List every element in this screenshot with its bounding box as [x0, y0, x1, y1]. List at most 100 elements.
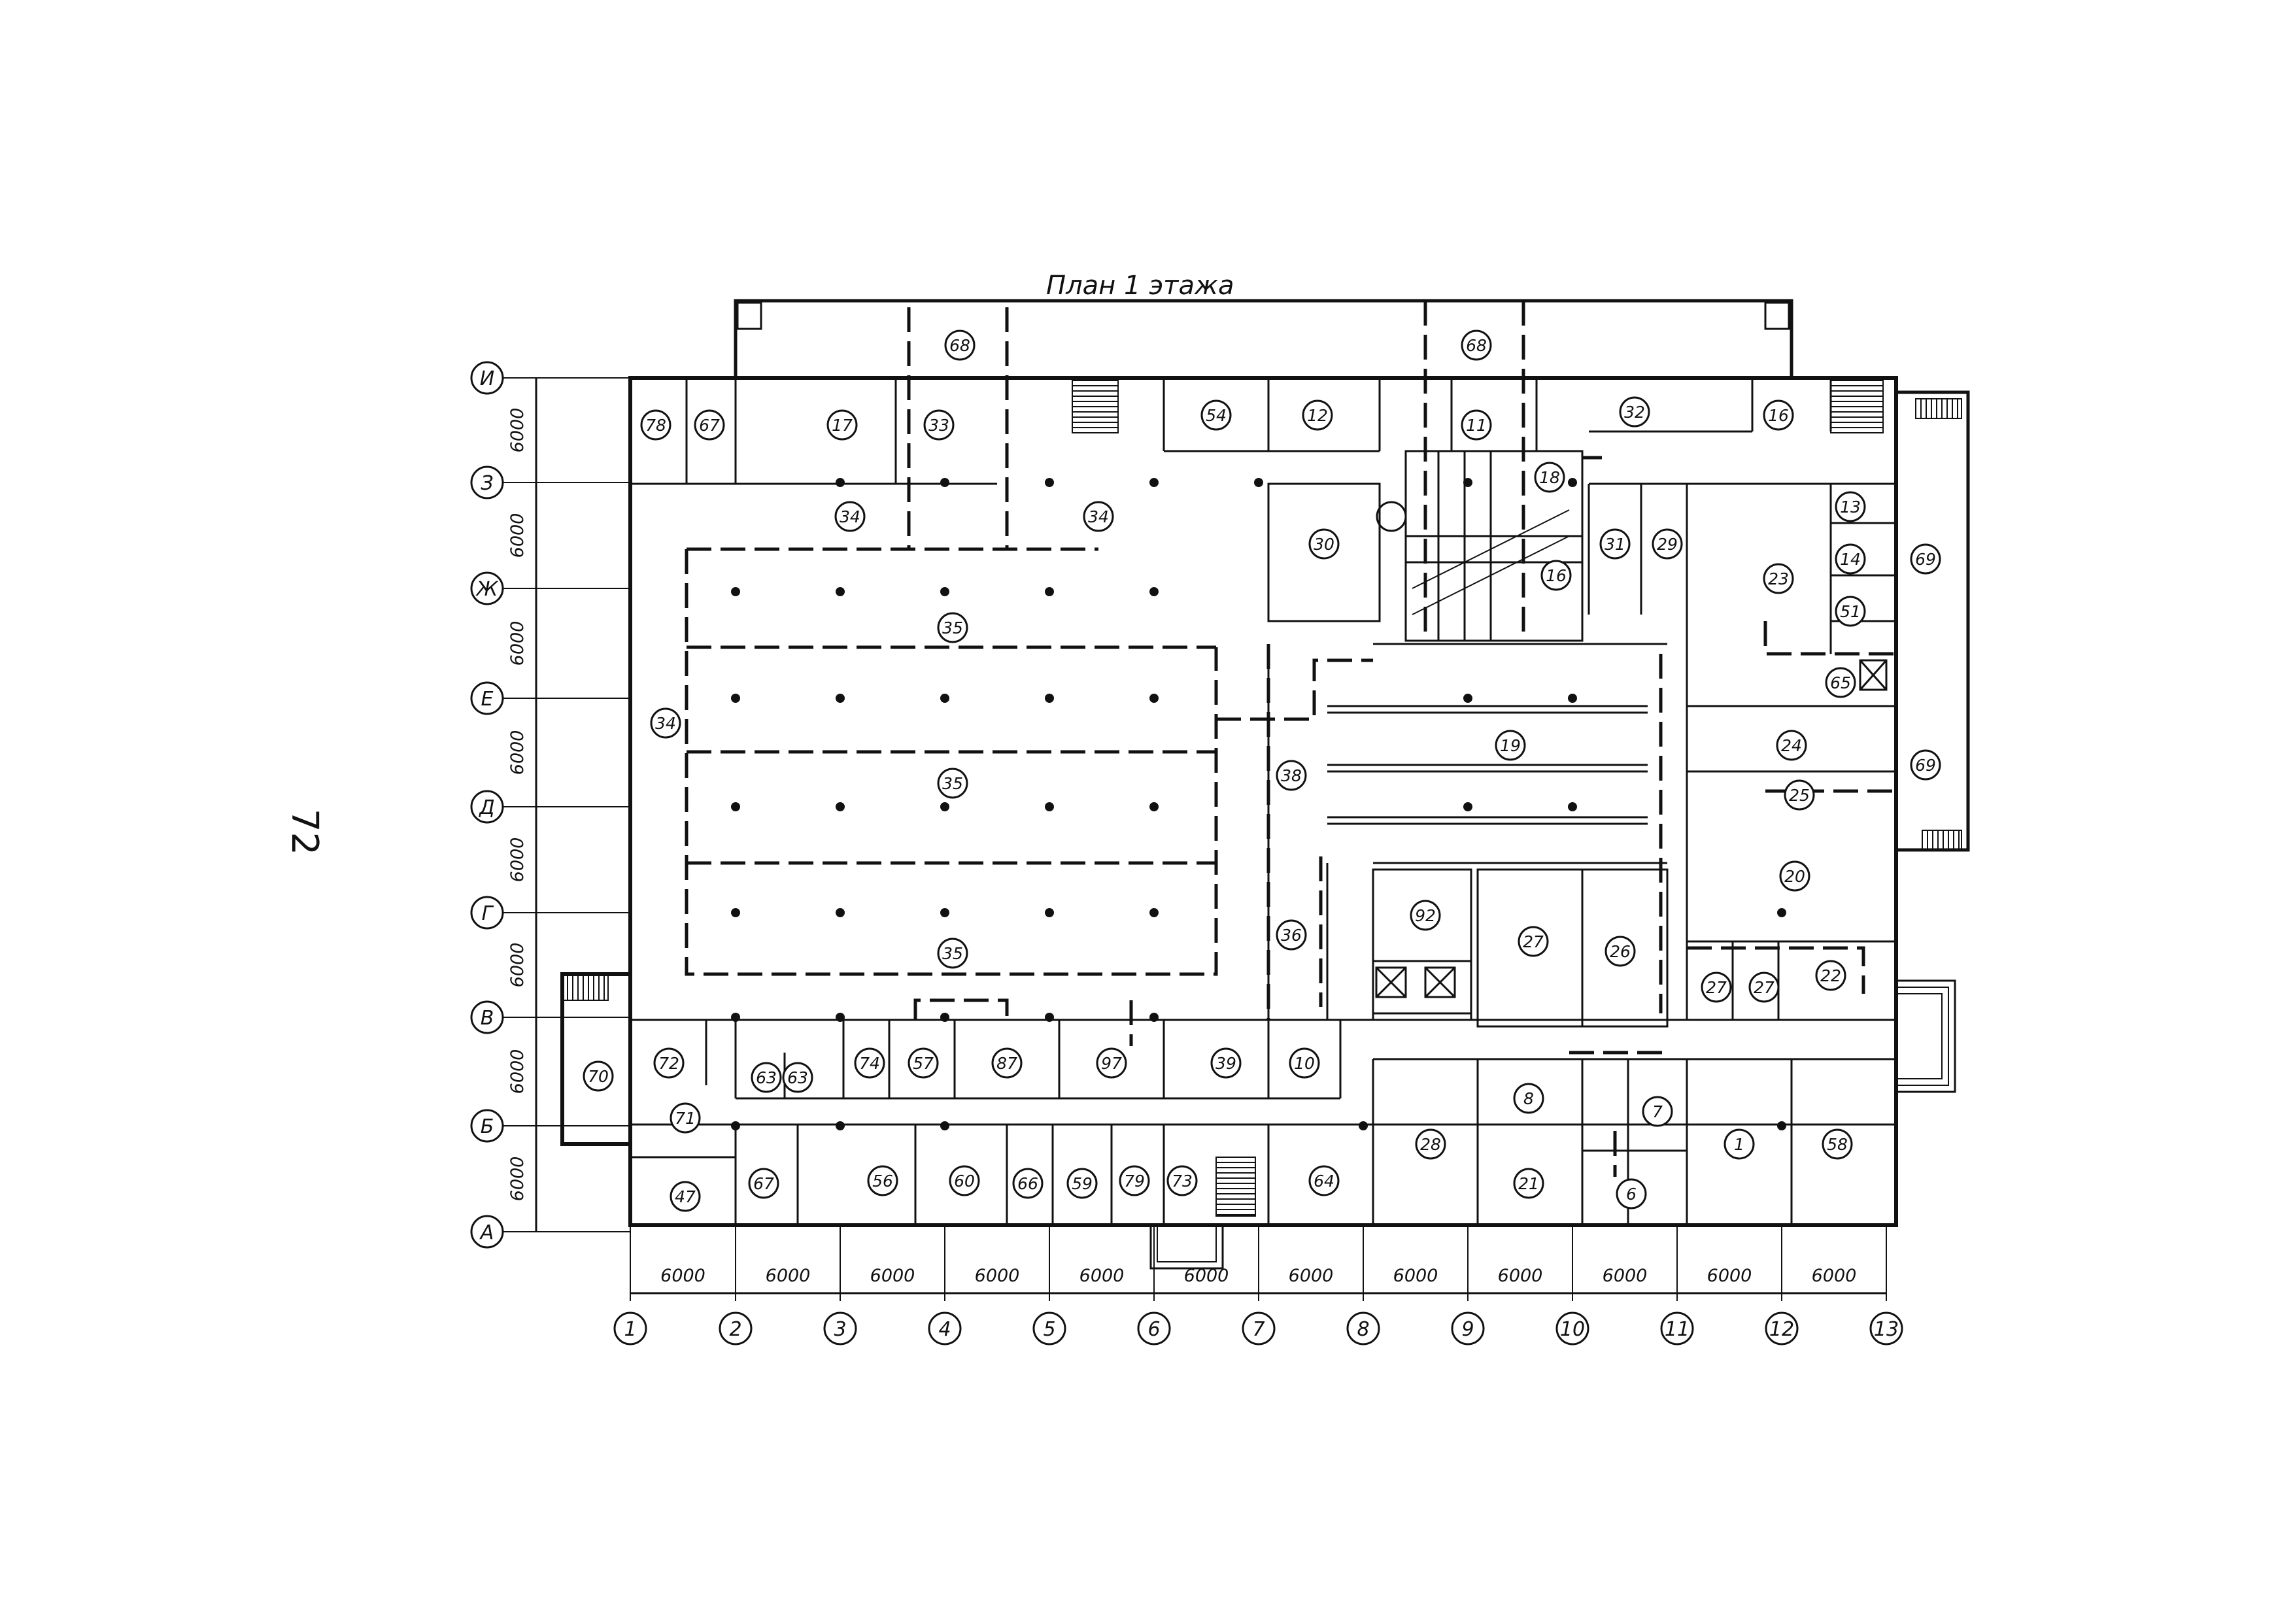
- room-label: 10: [1294, 1054, 1315, 1073]
- room-label: 35: [942, 618, 963, 637]
- room-bubble: [694, 409, 725, 441]
- column-dot: [836, 587, 845, 596]
- room-bubble: [1534, 462, 1565, 493]
- column-axis-bubble: [1242, 1311, 1276, 1345]
- column-dot: [1045, 478, 1054, 487]
- room-label: 1: [1734, 1135, 1744, 1154]
- column-dot: [731, 1013, 740, 1022]
- column-dot: [1045, 802, 1054, 811]
- room-bubble: [640, 409, 671, 441]
- dashed-network: [685, 301, 1896, 1177]
- room-bubble: [1495, 730, 1526, 761]
- room-bubble: [1410, 900, 1441, 931]
- room-bubble: [670, 1181, 701, 1212]
- column-dot: [1359, 1121, 1368, 1130]
- column-axis-bubble: [1137, 1311, 1171, 1345]
- column-dot: [1254, 478, 1263, 487]
- pipes: [1327, 705, 1648, 825]
- room-label: 27: [1706, 978, 1727, 997]
- room-label: 31: [1605, 535, 1625, 554]
- room-label: 64: [1314, 1172, 1334, 1191]
- room-label: 67: [753, 1174, 774, 1193]
- row-axis-label: Ж: [475, 578, 499, 601]
- column-axis-bubble: [719, 1311, 753, 1345]
- room-bubble: [1308, 528, 1340, 560]
- row-axis-label: Б: [481, 1115, 494, 1138]
- room-bubble: [1276, 760, 1307, 791]
- stair-bottom: [1215, 1157, 1256, 1217]
- room-label: 23: [1768, 569, 1789, 588]
- room-bubble: [1200, 399, 1232, 431]
- room-bubble: [583, 1060, 614, 1092]
- column-dot: [836, 694, 845, 703]
- column-span-label: 6000: [975, 1266, 1020, 1286]
- column-dot: [1045, 694, 1054, 703]
- room-label: 97: [1101, 1054, 1122, 1073]
- row-axis-label: Д: [478, 796, 494, 819]
- room-bubble: [937, 612, 968, 643]
- room-bubble: [751, 1062, 782, 1093]
- room-bubble: [670, 1102, 701, 1134]
- room-bubble: [1012, 1168, 1044, 1199]
- column-dot: [836, 802, 845, 811]
- room-label: 34: [1088, 507, 1109, 526]
- room-bubble: [923, 409, 955, 441]
- room-bubble: [1461, 330, 1492, 361]
- row-axis-bubble: [470, 571, 504, 605]
- right-porch: [1896, 979, 1956, 1093]
- column-dot: [731, 694, 740, 703]
- right-annex-wall: [1896, 390, 1970, 852]
- room-label: 27: [1523, 932, 1544, 951]
- room-bubble: [1835, 596, 1866, 627]
- room-label: 8: [1523, 1089, 1534, 1108]
- column-dot: [940, 1121, 949, 1130]
- column-dot: [731, 802, 740, 811]
- room-label: 56: [872, 1172, 893, 1191]
- room-bubble: [1083, 501, 1114, 532]
- room-label: 18: [1539, 468, 1560, 487]
- column-axis-label: 5: [1043, 1318, 1055, 1341]
- column-span-label: 6000: [870, 1266, 915, 1286]
- room-bubble: [1302, 399, 1333, 431]
- column-dot: [836, 1013, 845, 1022]
- room-bubble: [854, 1047, 885, 1079]
- room-label: 73: [1172, 1172, 1193, 1191]
- room-bubble: [1822, 1128, 1853, 1160]
- elevators: [1375, 659, 1888, 998]
- room-label: 59: [1072, 1174, 1093, 1193]
- room-bubble: [1835, 543, 1866, 575]
- column-dot: [836, 478, 845, 487]
- column-axis-label: 12: [1769, 1318, 1794, 1341]
- elevator-2: [1424, 966, 1456, 998]
- stair-right-annex: [1922, 830, 1962, 851]
- column-dot: [1149, 802, 1159, 811]
- room-label: 63: [787, 1068, 808, 1087]
- column-axis-bubble: [928, 1311, 962, 1345]
- column-axis-label: 7: [1252, 1318, 1265, 1341]
- column-axis-bubble: [1032, 1311, 1066, 1345]
- room-bubble: [1815, 960, 1846, 991]
- room-bubble: [1776, 730, 1807, 761]
- room-label: 60: [954, 1172, 975, 1191]
- room-label: 87: [996, 1054, 1017, 1073]
- room-bubble: [1599, 528, 1631, 560]
- room-bubble: [991, 1047, 1023, 1079]
- column-dot: [1777, 1121, 1786, 1130]
- column-axis-label: 4: [938, 1318, 951, 1341]
- room-label: 92: [1415, 906, 1436, 925]
- column-dots: [731, 427, 1786, 1130]
- room-label: 69: [1915, 550, 1936, 569]
- column-dot: [940, 908, 949, 917]
- room-label: 6: [1626, 1185, 1637, 1204]
- row-span-label: 6000: [507, 513, 528, 558]
- room-label: 58: [1827, 1135, 1848, 1154]
- elevator-1: [1375, 966, 1407, 998]
- room-label: 26: [1610, 942, 1631, 961]
- row-span-label: 6000: [507, 408, 528, 453]
- room-label: 17: [832, 416, 853, 435]
- room-bubble: [1910, 749, 1941, 781]
- room-bubble: [1308, 1165, 1340, 1196]
- column-dot: [940, 694, 949, 703]
- row-axis-label: З: [481, 472, 493, 495]
